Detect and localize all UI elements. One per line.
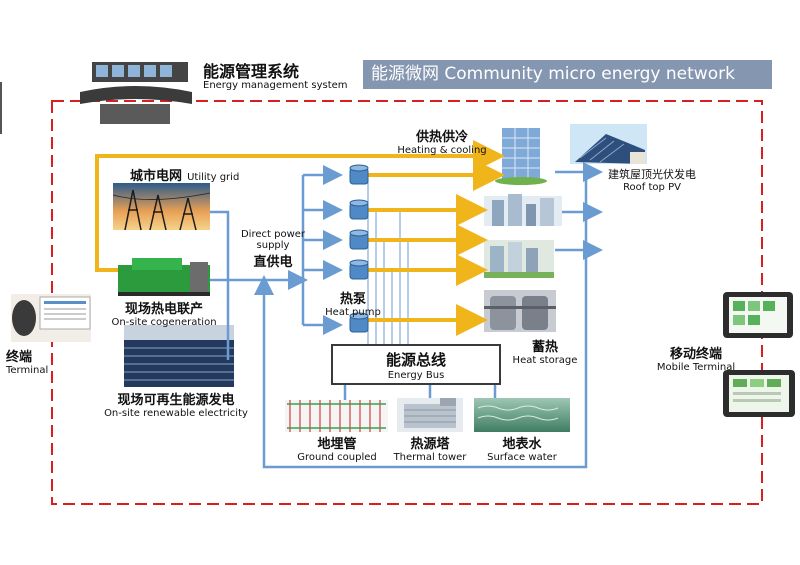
cogeneration-cn: 现场热电联产 — [124, 302, 203, 317]
utility-grid-en: Utility grid — [187, 172, 240, 183]
heat-storage-en: Heat storage — [512, 355, 578, 366]
utility-grid-cn: 城市电网 — [130, 169, 183, 184]
renewable-cn: 现场可再生能源发电 — [117, 393, 235, 408]
heat-pump-cn: 热泵 — [339, 292, 366, 307]
mobile-terminal-cn: 移动终端 — [669, 347, 722, 362]
ground-coupled-cn: 地埋管 — [317, 437, 357, 452]
mobile-tablet-image-1 — [723, 292, 793, 338]
mobile-terminal-en: Mobile Terminal — [656, 362, 736, 373]
control-room-image — [80, 62, 192, 124]
utility-grid-image — [112, 183, 211, 231]
rooftop-pv-cn: 建筑屋顶光伏发电 — [608, 168, 696, 181]
energy-bus-en: Energy Bus — [387, 370, 445, 381]
pv-feedback-line — [254, 172, 588, 469]
thermal-tower-en: Thermal tower — [393, 452, 467, 463]
ems-title-cn: 能源管理系统 — [203, 62, 300, 81]
heat-pump-unit-2 — [349, 199, 369, 220]
heat-pump-unit-1 — [349, 164, 369, 185]
direct-power-label: Direct power supply 直供电 — [236, 229, 310, 270]
page-title-banner: 能源微网 Community micro energy network — [363, 60, 772, 89]
heating-cooling-cn: 供热供冷 — [415, 130, 468, 145]
terminal-en: Terminal — [6, 365, 49, 376]
utility-grid-label: 城市电网 Utility grid — [130, 165, 239, 184]
city-buildings-image-2 — [484, 240, 554, 278]
terminal-label: 终端 Terminal — [6, 346, 48, 376]
terminal-image — [11, 294, 91, 342]
cogeneration-image — [118, 258, 210, 296]
mobile-terminal-label: 移动终端 Mobile Terminal — [648, 343, 744, 373]
heat-pump-units — [349, 164, 369, 333]
ground-coupled-image — [285, 400, 388, 432]
cogeneration-en: On-site cogeneration — [111, 317, 217, 328]
renewable-en: On-site renewable electricity — [104, 408, 248, 419]
heating-cooling-label: 供热供冷 Heating & cooling — [392, 126, 492, 156]
heat-storage-label: 蓄热 Heat storage — [500, 336, 590, 366]
heat-pump-unit-4 — [349, 259, 369, 280]
ems-title-en: Energy management system — [203, 80, 348, 91]
surface-water-cn: 地表水 — [502, 437, 542, 452]
cogeneration-label: 现场热电联产 On-site cogeneration — [104, 298, 224, 328]
mobile-tablet-image-2 — [723, 370, 795, 417]
rooftop-pv-label: 建筑屋顶光伏发电 Roof top PV — [590, 166, 714, 193]
heat-pump-unit-5 — [349, 312, 369, 333]
energy-bus-cn: 能源总线 — [385, 351, 446, 369]
renewable-label: 现场可再生能源发电 On-site renewable electricity — [96, 389, 256, 419]
direct-power-cn: 直供电 — [253, 255, 293, 270]
rooftop-pv-image — [570, 124, 647, 164]
rooftop-pv-en: Roof top PV — [623, 182, 681, 193]
grid-to-direct-line — [210, 210, 230, 280]
heating-cooling-en: Heating & cooling — [397, 145, 487, 156]
thermal-tower-label: 热源塔 Thermal tower — [385, 433, 475, 463]
ground-coupled-en: Ground coupled — [297, 452, 377, 463]
surface-water-en: Surface water — [487, 452, 557, 463]
solar-farm-image — [124, 325, 234, 387]
office-building-image — [495, 128, 547, 185]
terminal-cn: 终端 — [6, 350, 33, 365]
cogeneration-heat-line — [95, 140, 505, 272]
heat-storage-image — [484, 290, 556, 332]
direct-power-en-1: Direct power — [240, 229, 306, 240]
surface-water-image — [474, 398, 570, 432]
surface-water-label: 地表水 Surface water — [472, 433, 572, 463]
thermal-tower-image — [397, 398, 463, 432]
thermal-tower-cn: 热源塔 — [410, 437, 450, 452]
heat-storage-cn: 蓄热 — [531, 340, 558, 355]
heat-pump-unit-3 — [349, 229, 369, 250]
direct-power-en-2: supply — [256, 240, 290, 251]
heat-pump-en: Heat pump — [325, 307, 381, 318]
ground-coupled-label: 地埋管 Ground coupled — [282, 433, 392, 463]
left-edge-bar — [0, 82, 2, 134]
city-buildings-image-1 — [484, 194, 562, 226]
energy-bus-box: 能源总线 Energy Bus — [331, 344, 501, 385]
heat-pump-label: 热泵 Heat pump — [316, 288, 390, 318]
